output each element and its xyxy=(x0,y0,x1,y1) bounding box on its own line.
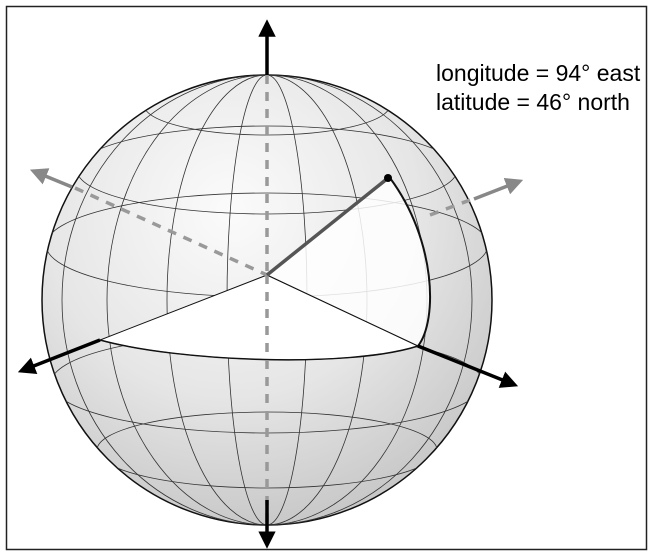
west-axis-arrow xyxy=(17,338,101,374)
northeast-axis-arrow xyxy=(473,178,524,201)
location-point xyxy=(384,174,392,182)
secondary-axis-dashed-right xyxy=(429,198,471,217)
longitude-label: longitude = 94° east xyxy=(436,60,641,86)
northwest-axis-arrow xyxy=(29,168,73,189)
latitude-label: latitude = 46° north xyxy=(436,89,630,115)
radius-line xyxy=(265,176,390,277)
equator-rim xyxy=(99,339,419,361)
meridian-arc xyxy=(389,177,432,347)
east-axis-arrow xyxy=(417,344,519,388)
longitude-line xyxy=(61,75,473,525)
secondary-axis-dashed xyxy=(74,186,268,277)
frame-border xyxy=(5,5,648,551)
